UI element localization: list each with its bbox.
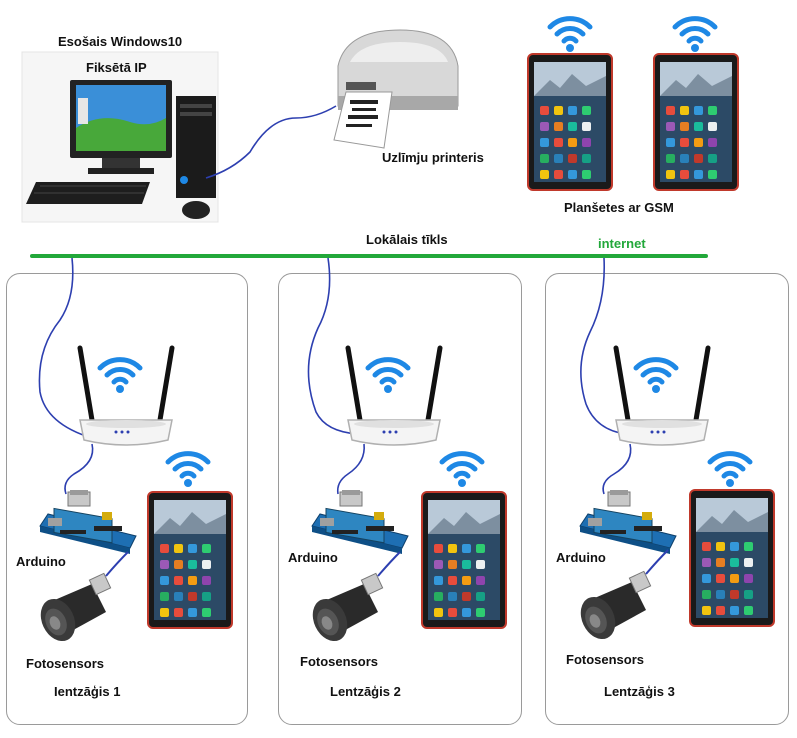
wifi-icon	[675, 19, 715, 52]
photo-sensor-icon	[305, 551, 401, 648]
printer-label: Uzlīmju printeris	[382, 150, 484, 165]
station-name-3: Lentzāģis 3	[604, 684, 675, 699]
label-printer-icon	[333, 29, 459, 149]
tablet-icon	[527, 53, 613, 191]
network-label: Lokālais tīkls	[366, 232, 448, 247]
tablet-icon	[689, 489, 775, 627]
arduino-board-icon	[311, 489, 409, 555]
arduino-label-1: Arduino	[16, 554, 66, 569]
tablet-icon	[147, 491, 233, 629]
desktop-computer-icon	[21, 51, 219, 223]
arduino-board-icon	[39, 489, 137, 555]
cable-pc-printer	[205, 105, 337, 179]
station-name-1: Ientzāģis 1	[54, 684, 121, 699]
arduino-label-2: Arduino	[288, 550, 338, 565]
wifi-icon	[100, 360, 140, 393]
arduino-board-icon	[579, 489, 677, 555]
sensor-label-3: Fotosensors	[566, 652, 645, 667]
pc-label-ip: Fiksētā IP	[86, 60, 147, 75]
sensor-label-2: Fotosensors	[300, 654, 379, 669]
cable-router-arduino-2	[336, 443, 365, 495]
pc-label-os: Esošais Windows10	[58, 34, 183, 49]
arduino-label-3: Arduino	[556, 550, 606, 565]
uplink-cable-1	[38, 257, 93, 439]
wifi-icon	[368, 360, 408, 393]
wifi-icon	[710, 454, 750, 487]
cable-router-arduino-3	[602, 443, 632, 495]
uplink-cable-2	[307, 257, 359, 435]
station-name-2: Lentzāģis 2	[330, 684, 401, 699]
sensor-label-1: Fotosensors	[26, 656, 105, 671]
wifi-icon	[550, 19, 590, 52]
tablets-label: Planšetes ar GSM	[564, 200, 674, 215]
cable-router-arduino-1	[64, 443, 94, 495]
internet-label: internet	[598, 236, 646, 251]
wifi-icon	[168, 454, 208, 487]
tablet-icon	[653, 53, 739, 191]
wifi-icon	[636, 360, 676, 393]
uplink-cable-3	[580, 257, 627, 435]
wifi-icon	[442, 454, 482, 487]
tablet-icon	[421, 491, 507, 629]
